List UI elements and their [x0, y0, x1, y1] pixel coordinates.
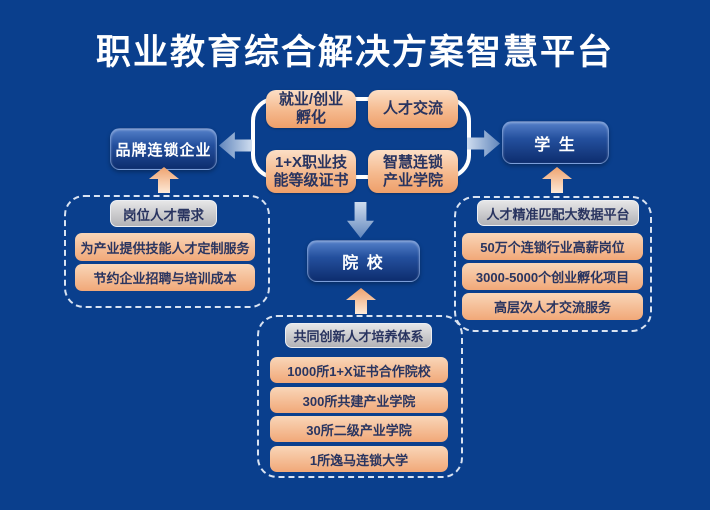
panel-talent-matching [454, 196, 652, 332]
arrow-down-icon [347, 202, 374, 238]
panel-job-talent-demand [64, 195, 270, 308]
panel-row: 为产业提供技能人才定制服务 [75, 233, 255, 261]
panel-row: 30所二级产业学院 [270, 416, 448, 442]
panel-row: 300所共建产业学院 [270, 387, 448, 413]
node-brand-chain-enterprise: 品牌连锁企业 [110, 128, 217, 170]
panel-talent-training [257, 315, 463, 478]
arrow-left-icon [219, 132, 252, 159]
node-college: 院 校 [307, 240, 420, 282]
arrow-up-icon [149, 167, 179, 193]
arrow-right-icon [467, 130, 500, 157]
hub-box-employment-incubation: 就业/创业 孵化 [266, 90, 356, 128]
panel-row: 1所逸马连锁大学 [270, 446, 448, 472]
panel-header-talent-matching: 人才精准匹配大数据平台 [477, 200, 639, 226]
hub-box-1x-certificate: 1+X职业技 能等级证书 [266, 150, 356, 193]
node-student: 学 生 [502, 121, 609, 164]
hub-box-industry-college: 智慧连锁 产业学院 [368, 150, 458, 193]
panel-header-talent-training: 共同创新人才培养体系 [285, 323, 432, 348]
arrow-up-icon [346, 288, 376, 314]
page-title: 职业教育综合解决方案智慧平台 [95, 33, 614, 72]
panel-row: 3000-5000个创业孵化项目 [462, 263, 643, 290]
hub-box-talent-exchange: 人才交流 [368, 90, 458, 128]
panel-row: 1000所1+X证书合作院校 [270, 357, 448, 383]
panel-row: 50万个连锁行业高薪岗位 [462, 233, 643, 260]
panel-header-job-talent-demand: 岗位人才需求 [110, 200, 217, 227]
arrow-up-icon [542, 167, 572, 193]
panel-row: 高层次人才交流服务 [462, 293, 643, 320]
panel-row: 节约企业招聘与培训成本 [75, 264, 255, 291]
